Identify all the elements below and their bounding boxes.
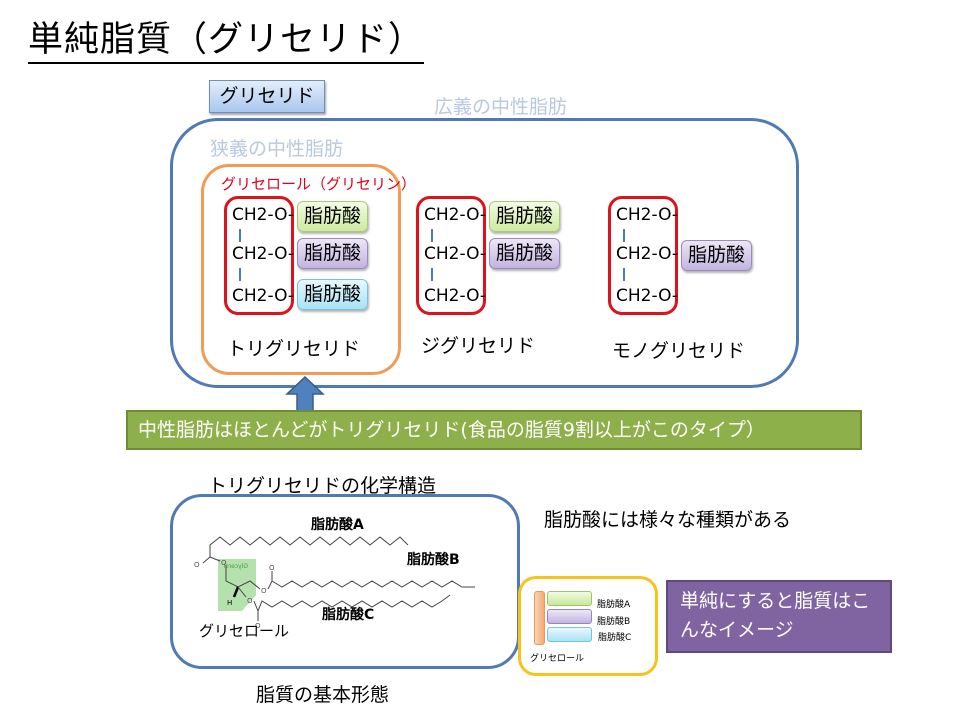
ch2o-label: CH2-O- bbox=[424, 205, 487, 225]
glycerol-structure-label: グリセロール bbox=[199, 622, 290, 640]
bond-line bbox=[239, 229, 241, 242]
broad-neutral-fat-box bbox=[170, 118, 799, 388]
fatty-acid-b-label: 脂肪酸B bbox=[407, 552, 460, 568]
bond-line bbox=[623, 268, 625, 281]
fatty-acid-a-bar bbox=[547, 591, 592, 606]
mini-fatty-acid-b-label: 脂肪酸B bbox=[597, 617, 631, 627]
structure-box bbox=[170, 494, 520, 669]
svg-text:O: O bbox=[194, 561, 200, 569]
ch2o-label: CH2-O- bbox=[232, 244, 295, 264]
simple-image-box bbox=[518, 576, 658, 676]
fatty-acid-pill: 脂肪酸 bbox=[489, 201, 561, 232]
fatty-acid-pill: 脂肪酸 bbox=[681, 240, 753, 271]
svg-text:O: O bbox=[247, 597, 253, 605]
page-title: 単純脂質（グリセリド） bbox=[28, 18, 425, 64]
narrow-neutral-fat-box bbox=[201, 164, 401, 375]
fatty-acid-b-bar bbox=[547, 609, 592, 624]
fatty-acid-pill: 脂肪酸 bbox=[297, 279, 369, 310]
bond-line bbox=[623, 229, 625, 242]
glyceride-tag: グリセリド bbox=[209, 80, 325, 113]
ch2o-label: CH2-O- bbox=[616, 286, 679, 306]
mini-fatty-acid-a-label: 脂肪酸A bbox=[597, 600, 631, 610]
glycerol-label: グリセロール（グリセリン） bbox=[221, 175, 417, 193]
mini-glycerol-label: グリセロール bbox=[530, 654, 585, 664]
glycerol-backbone-box bbox=[608, 196, 678, 315]
fatty-acid-c-label: 脂肪酸C bbox=[322, 607, 375, 623]
fatty-acid-variety-text: 脂肪酸には様々な種類がある bbox=[544, 509, 792, 531]
bond-line bbox=[431, 268, 433, 281]
triglyceride-structure-diagram: Glycerol O O H O O O O bbox=[194, 536, 475, 630]
ch2o-label: CH2-O- bbox=[616, 244, 679, 264]
svg-text:O: O bbox=[255, 622, 261, 630]
fatty-acid-chain-c bbox=[257, 594, 451, 612]
up-arrow-icon bbox=[285, 376, 325, 414]
glycerol-en-label: Glycerol bbox=[223, 563, 248, 570]
fatty-acid-c-bar bbox=[547, 627, 592, 642]
fatty-acid-pill: 脂肪酸 bbox=[297, 238, 369, 269]
broad-neutral-fat-label: 広義の中性脂肪 bbox=[434, 96, 568, 118]
glycerol-bar bbox=[534, 591, 545, 645]
glycerol-highlight bbox=[218, 559, 256, 611]
bond-line bbox=[431, 229, 433, 242]
fatty-acid-chain-a bbox=[209, 536, 409, 557]
basic-form-caption: 脂質の基本形態 bbox=[256, 684, 390, 706]
svg-text:O: O bbox=[261, 587, 267, 595]
simple-image-note: 単純にすると脂質はこんなイメージ bbox=[666, 580, 892, 653]
bond-line bbox=[239, 268, 241, 281]
ch2o-label: CH2-O- bbox=[232, 286, 295, 306]
triglyceride-label: トリグリセリド bbox=[227, 338, 361, 360]
svg-text:O: O bbox=[221, 559, 227, 567]
fatty-acid-a-label: 脂肪酸A bbox=[311, 517, 364, 533]
narrow-neutral-fat-label: 狭義の中性脂肪 bbox=[210, 138, 344, 160]
monoglyceride-label: モノグリセリド bbox=[612, 340, 746, 362]
ch2o-label: CH2-O- bbox=[424, 286, 487, 306]
ch2o-label: CH2-O- bbox=[232, 205, 295, 225]
svg-text:H: H bbox=[227, 599, 232, 607]
ch2o-label: CH2-O- bbox=[616, 205, 679, 225]
diglyceride-label: ジグリセリド bbox=[421, 335, 536, 357]
svg-text:O: O bbox=[269, 564, 275, 572]
fatty-acid-pill: 脂肪酸 bbox=[297, 201, 369, 232]
structure-title: トリグリセリドの化学構造 bbox=[208, 475, 437, 497]
mini-fatty-acid-c-label: 脂肪酸C bbox=[598, 633, 632, 643]
ch2o-label: CH2-O- bbox=[424, 244, 487, 264]
glycerol-backbone-box bbox=[224, 196, 294, 315]
fatty-acid-pill: 脂肪酸 bbox=[489, 238, 561, 269]
fatty-acid-chain-b bbox=[271, 580, 475, 588]
triglyceride-banner: 中性脂肪はほとんどがトリグリセリド(食品の脂質9割以上がこのタイプ） bbox=[126, 410, 862, 450]
glycerol-backbone-box bbox=[416, 196, 486, 315]
